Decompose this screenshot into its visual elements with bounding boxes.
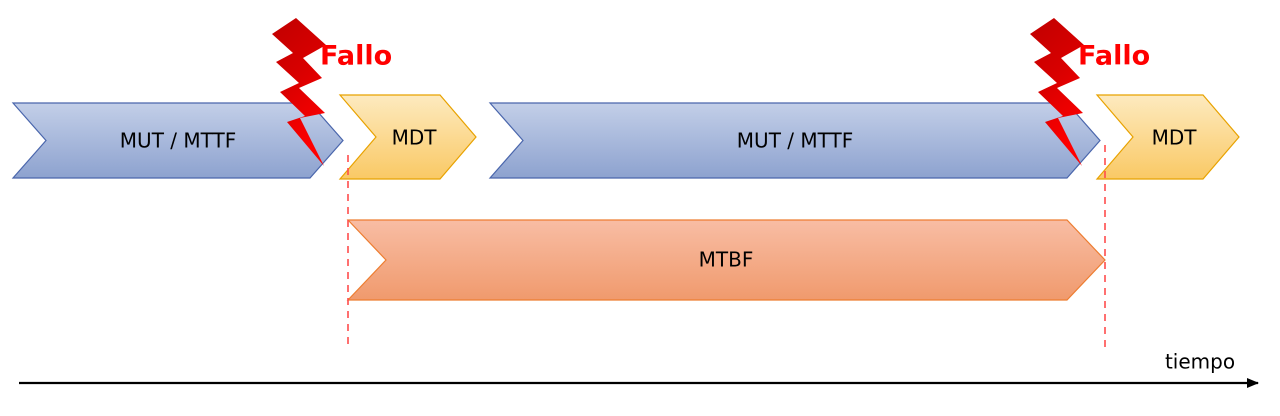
downtime-band-2-group: MDT: [1095, 94, 1240, 180]
mtbf-band-shape: [346, 219, 1106, 301]
failure-marker-1-group: Fallo: [272, 18, 392, 166]
time-axis-label: tiempo: [1165, 350, 1235, 374]
uptime-band-2-group: MUT / MTTF: [488, 102, 1101, 179]
failure-marker-1-label: Fallo: [320, 41, 392, 72]
time-axis-group: tiempo: [19, 350, 1259, 388]
lightning-bolt-icon: [1030, 18, 1084, 166]
downtime-band-1-group: MDT: [338, 94, 477, 180]
downtime-band-2-shape: [1095, 94, 1240, 180]
failure-marker-2-label: Fallo: [1078, 41, 1150, 72]
downtime-band-2-label: MDT: [1152, 126, 1198, 150]
failure-marker-2-group: Fallo: [1030, 18, 1150, 166]
uptime-band-2-label: MUT / MTTF: [737, 129, 853, 153]
lightning-bolt-icon: [272, 18, 326, 166]
mtbf-band-group: MTBF: [346, 219, 1106, 301]
uptime-band-1-label: MUT / MTTF: [120, 129, 236, 153]
uptime-band-1-group: MUT / MTTF: [11, 102, 344, 179]
mtbf-band-label: MTBF: [699, 248, 754, 272]
downtime-band-1-shape: [338, 94, 477, 180]
downtime-band-1-label: MDT: [392, 126, 438, 150]
